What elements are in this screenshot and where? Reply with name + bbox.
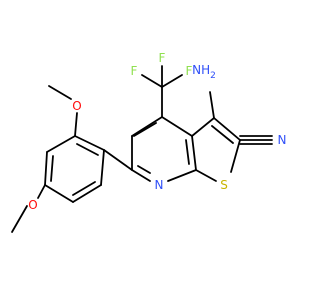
bonds — [11, 65, 273, 233]
bond — [100, 149, 105, 186]
nitrile-nitrogen-label: N — [278, 133, 287, 147]
bond — [191, 117, 215, 137]
bond — [213, 117, 241, 141]
bond — [209, 91, 215, 119]
bond — [46, 135, 76, 153]
amino-label: NH2 — [192, 63, 216, 81]
bond — [103, 149, 133, 171]
bond — [161, 74, 183, 88]
bond — [44, 184, 74, 203]
bond — [72, 181, 96, 196]
bond — [50, 155, 54, 182]
atom-labels: NH2 F F F S N N O O — [28, 51, 286, 212]
bond — [72, 184, 102, 203]
bond — [131, 169, 151, 182]
bond — [185, 139, 190, 165]
bond — [48, 85, 72, 100]
bond — [74, 135, 105, 151]
oxygen-label-upper: O — [72, 99, 81, 113]
fluorine-label-left: F — [131, 64, 138, 78]
structure-canvas: NH2 F F F S N N O O — [11, 51, 286, 233]
bond — [167, 169, 197, 182]
bond — [131, 116, 163, 137]
bond — [76, 143, 99, 156]
bond — [37, 184, 46, 199]
bond — [44, 151, 48, 186]
bond — [211, 125, 234, 144]
bond — [195, 169, 217, 182]
pyridine-nitrogen-label: N — [155, 178, 164, 192]
fluorine-label-right: F — [186, 64, 193, 78]
bond — [141, 74, 163, 88]
bond — [133, 122, 157, 137]
sulfur-label: S — [220, 178, 228, 192]
bond — [161, 116, 193, 137]
bond — [230, 139, 241, 173]
oxygen-label-lower: O — [28, 198, 37, 212]
chemical-structure: NH2 F F F S N N O O — [11, 51, 286, 233]
bond — [74, 112, 78, 137]
bond — [137, 165, 151, 174]
bond — [191, 135, 197, 171]
bond — [11, 205, 28, 233]
fluorine-label-top: F — [159, 51, 166, 65]
